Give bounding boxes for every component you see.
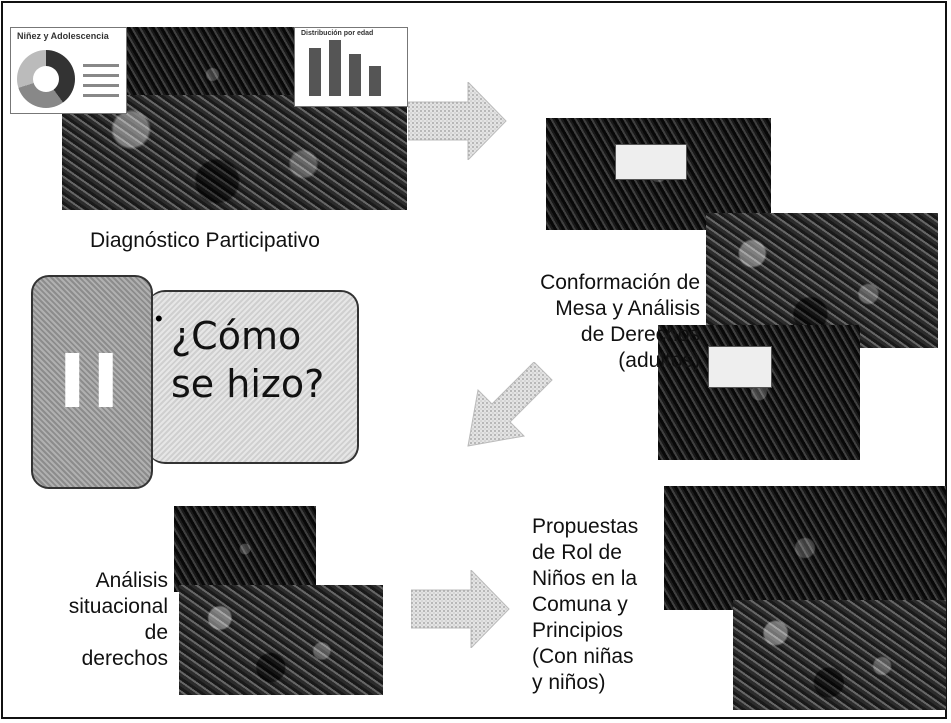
card-roman: II	[31, 275, 153, 489]
card-question: • ¿Cómo se hizo?	[147, 290, 359, 464]
label-diagnostico: Diagnóstico Participativo	[90, 229, 320, 252]
bar	[369, 66, 381, 96]
legend-line	[83, 74, 119, 77]
bar-chart-title: Distribución por edad	[301, 30, 374, 37]
label-conformacion-text: Conformación de Mesa y Análisis de Derec…	[540, 271, 700, 372]
label-analisis-text: Análisis situacional de derechos	[68, 569, 168, 670]
legend-line	[83, 64, 119, 67]
arrow-right-icon	[411, 570, 510, 648]
bar	[329, 40, 341, 96]
bullet: •	[155, 306, 163, 331]
photo-propuestas-2	[733, 600, 946, 710]
photo-conformacion-1	[546, 118, 771, 230]
card-question-text: ¿Cómo se hizo?	[171, 314, 325, 406]
label-conformacion: Conformación de Mesa y Análisis de Derec…	[500, 244, 700, 374]
arrow-right-icon	[408, 82, 507, 160]
legend-line	[83, 84, 119, 87]
card-roman-numeral: II	[58, 339, 126, 425]
label-propuestas-text: Propuestas de Rol de Niños en la Comuna …	[532, 515, 639, 694]
photo-analisis-2	[179, 585, 383, 695]
projection-screen	[615, 144, 687, 180]
donut-chart-title: Niñez y Adolescencia	[17, 31, 109, 41]
arrow-down-left-icon	[467, 362, 553, 447]
label-propuestas: Propuestas de Rol de Niños en la Comuna …	[532, 488, 662, 696]
bar-chart-inset: Distribución por edad	[294, 27, 408, 107]
donut-chart	[17, 50, 75, 108]
legend-line	[83, 94, 119, 97]
projection-screen	[708, 346, 772, 388]
photo-propuestas-1	[664, 486, 946, 610]
photo-analisis-1	[174, 506, 316, 592]
bar	[349, 54, 361, 96]
photo-diagnostico-bottom	[62, 95, 407, 210]
bar	[309, 48, 321, 96]
donut-chart-inset: Niñez y Adolescencia	[10, 27, 127, 114]
label-analisis: Análisis situacional de derechos	[40, 542, 168, 672]
